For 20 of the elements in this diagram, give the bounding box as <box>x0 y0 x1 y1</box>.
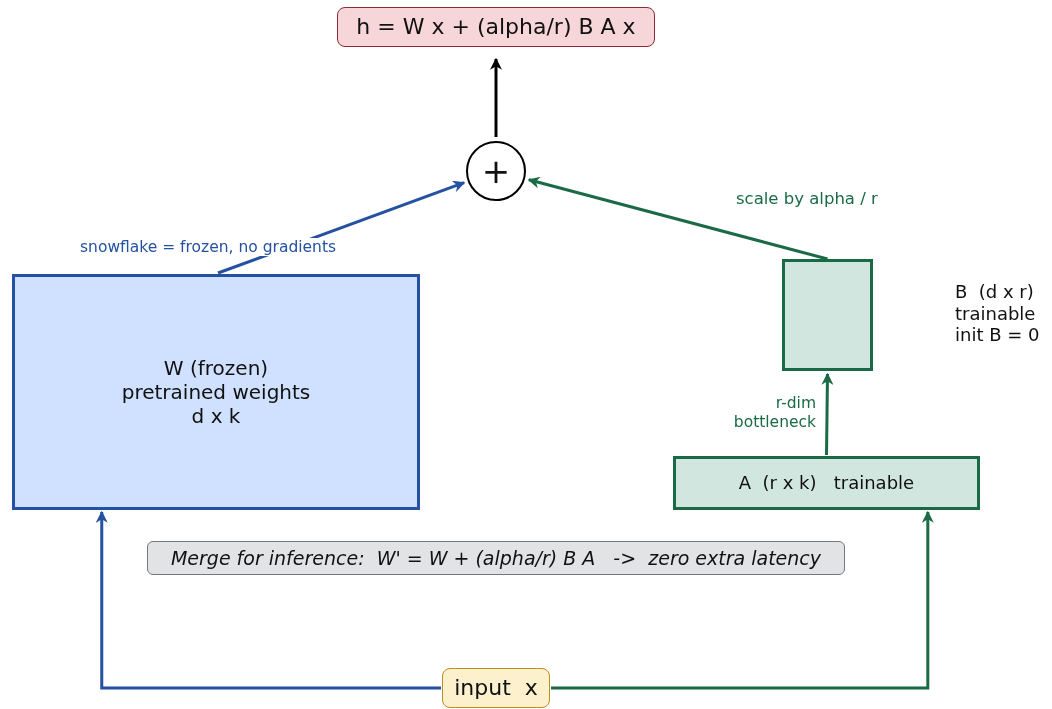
note-text: snowflake = frozen, no gradients <box>80 238 337 256</box>
node-text: Merge for inference: W' = W + (alpha/r) B A -> zero extra latency <box>170 546 822 570</box>
arrow <box>821 372 834 456</box>
node-text: A (r x k) trainable <box>738 472 915 494</box>
matrix-a-box <box>673 456 980 510</box>
merge-note-box <box>147 541 845 575</box>
node-text: W (frozen) pretrained weights d x k <box>120 356 312 428</box>
frozen-weights-box <box>12 274 420 510</box>
arrow <box>490 57 502 137</box>
arrow <box>551 510 934 690</box>
matrix-label: B (d x r) trainable init B = 0 <box>955 281 1041 346</box>
formula-box <box>337 7 655 47</box>
node-text: input x <box>454 674 538 702</box>
sum-circle <box>466 141 526 201</box>
input-box <box>442 668 550 708</box>
node-text: h = W x + (alpha/r) B A x <box>356 13 636 41</box>
node-text: + <box>481 150 511 192</box>
arrow <box>527 176 828 261</box>
matrix-b-box <box>782 259 873 371</box>
arrow <box>95 510 441 690</box>
